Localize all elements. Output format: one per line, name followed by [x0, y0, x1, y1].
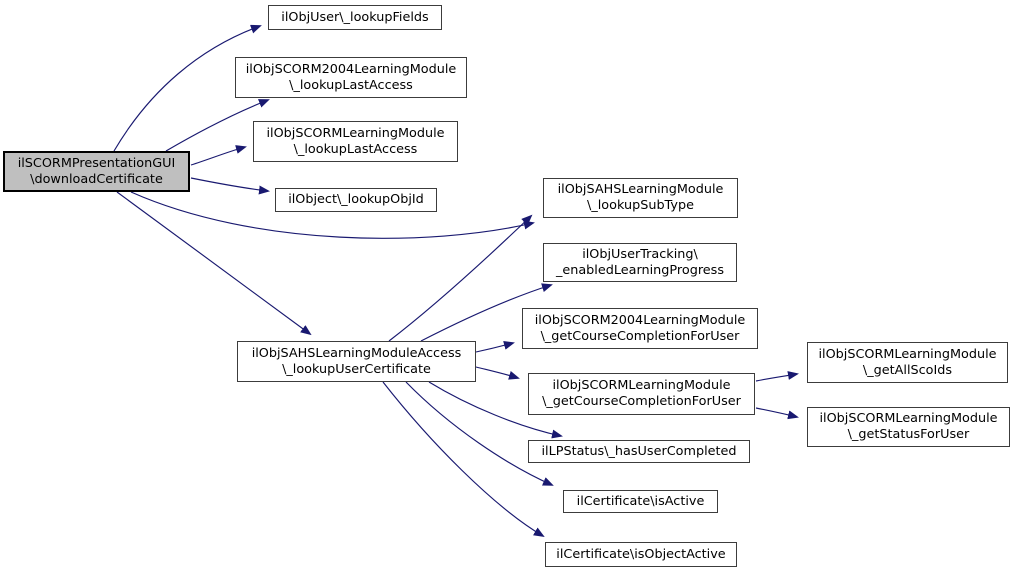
node-is-active[interactable]: ilCertificate\isActive — [563, 490, 718, 513]
node-label-line: \downloadCertificate — [30, 171, 163, 187]
node-label-line: ilObject\_lookupObjId — [288, 192, 424, 207]
node-scorm2004-get-course-completion[interactable]: ilObjSCORM2004LearningModule \_getCourse… — [522, 308, 758, 349]
edge-sahs-lookup-sub-type — [388, 214, 533, 342]
node-get-all-sco-ids[interactable]: ilObjSCORMLearningModule \_getAllScoIds — [807, 342, 1008, 383]
node-label-line: ilObjUserTracking\ — [582, 246, 698, 262]
node-label-line: ilObjSCORMLearningModule — [819, 411, 998, 426]
node-label-line: \_lookupUserCertificate — [282, 361, 431, 377]
node-enabled-learning-progress[interactable]: ilObjUserTracking\ _enabledLearningProgr… — [543, 243, 737, 282]
node-downloadcertificate: ilSCORMPresentationGUI \downloadCertific… — [3, 151, 190, 192]
edge-scorm-completion-get-status-for-user — [755, 407, 799, 420]
node-label-line: \_getStatusForUser — [847, 427, 970, 442]
edge-sahs-is-active — [405, 381, 554, 486]
edge-main-lookup-fields — [113, 24, 262, 152]
edge-main-lookup-sub-type — [130, 191, 535, 239]
node-get-status-for-user[interactable]: ilObjSCORMLearningModule \_getStatusForU… — [807, 407, 1010, 447]
node-label-line: ilObjSCORMLearningModule — [552, 378, 731, 393]
edge-sahs-scorm-completion — [475, 366, 520, 380]
node-label-line: \_getCourseCompletionForUser — [542, 394, 741, 409]
edge-sahs-has-user-completed — [428, 381, 563, 439]
node-label-line: ilObjSCORM2004LearningModule — [245, 61, 457, 77]
node-sahs-lookup-user-certificate[interactable]: ilObjSAHSLearningModuleAccess \_lookupUs… — [237, 341, 476, 382]
node-label-line: \_lookupLastAccess — [293, 141, 418, 157]
edge-sahs-enabled-lp — [420, 283, 553, 342]
node-label-line: \_lookupLastAccess — [289, 77, 413, 93]
node-label-line: ilObjSCORMLearningModule — [266, 125, 445, 141]
node-label-line: ilObjSCORMLearningModule — [818, 346, 997, 362]
node-label-line: ilCertificate\isObjectActive — [556, 546, 726, 562]
node-label-line: ilObjSAHSLearningModuleAccess — [251, 345, 462, 361]
node-label-line: \_lookupSubType — [587, 198, 694, 213]
node-label-line: ilObjSCORM2004LearningModule — [534, 312, 746, 328]
node-label-line: ilObjSAHSLearningModule — [557, 182, 724, 197]
node-scorm-lookup-last-access[interactable]: ilObjSCORMLearningModule \_lookupLastAcc… — [253, 121, 458, 162]
node-has-user-completed[interactable]: ilLPStatus\_hasUserCompleted — [528, 440, 750, 463]
node-label-line: \_getAllScoIds — [862, 362, 953, 378]
node-lookup-sub-type[interactable]: ilObjSAHSLearningModule \_lookupSubType — [543, 178, 738, 218]
node-label-line: ilObjUser\_lookupFields — [281, 9, 429, 25]
node-label-line: ilSCORMPresentationGUI — [17, 155, 176, 171]
node-lookup-fields[interactable]: ilObjUser\_lookupFields — [268, 5, 442, 30]
edge-main-sahs-access — [116, 191, 312, 336]
node-label-line: ilCertificate\isActive — [576, 493, 705, 509]
edge-main-lookup-obj-id — [190, 177, 270, 195]
edge-main-scorm2004-last-access — [165, 99, 270, 152]
node-label-line: ilLPStatus\_hasUserCompleted — [541, 443, 737, 459]
edge-scorm-completion-get-all-sco-ids — [755, 371, 799, 382]
edge-main-scorm-last-access — [190, 145, 247, 166]
node-scorm-get-course-completion[interactable]: ilObjSCORMLearningModule \_getCourseComp… — [528, 373, 755, 415]
node-is-object-active[interactable]: ilCertificate\isObjectActive — [545, 542, 737, 567]
node-lookup-obj-id[interactable]: ilObject\_lookupObjId — [275, 188, 437, 212]
edge-sahs-scorm2004-completion — [475, 341, 515, 353]
node-label-line: \_getCourseCompletionForUser — [540, 328, 740, 344]
node-scorm2004-lookup-last-access[interactable]: ilObjSCORM2004LearningModule \_lookupLas… — [235, 57, 467, 98]
node-label-line: _enabledLearningProgress — [555, 262, 725, 278]
edge-sahs-is-object-active — [382, 381, 545, 538]
